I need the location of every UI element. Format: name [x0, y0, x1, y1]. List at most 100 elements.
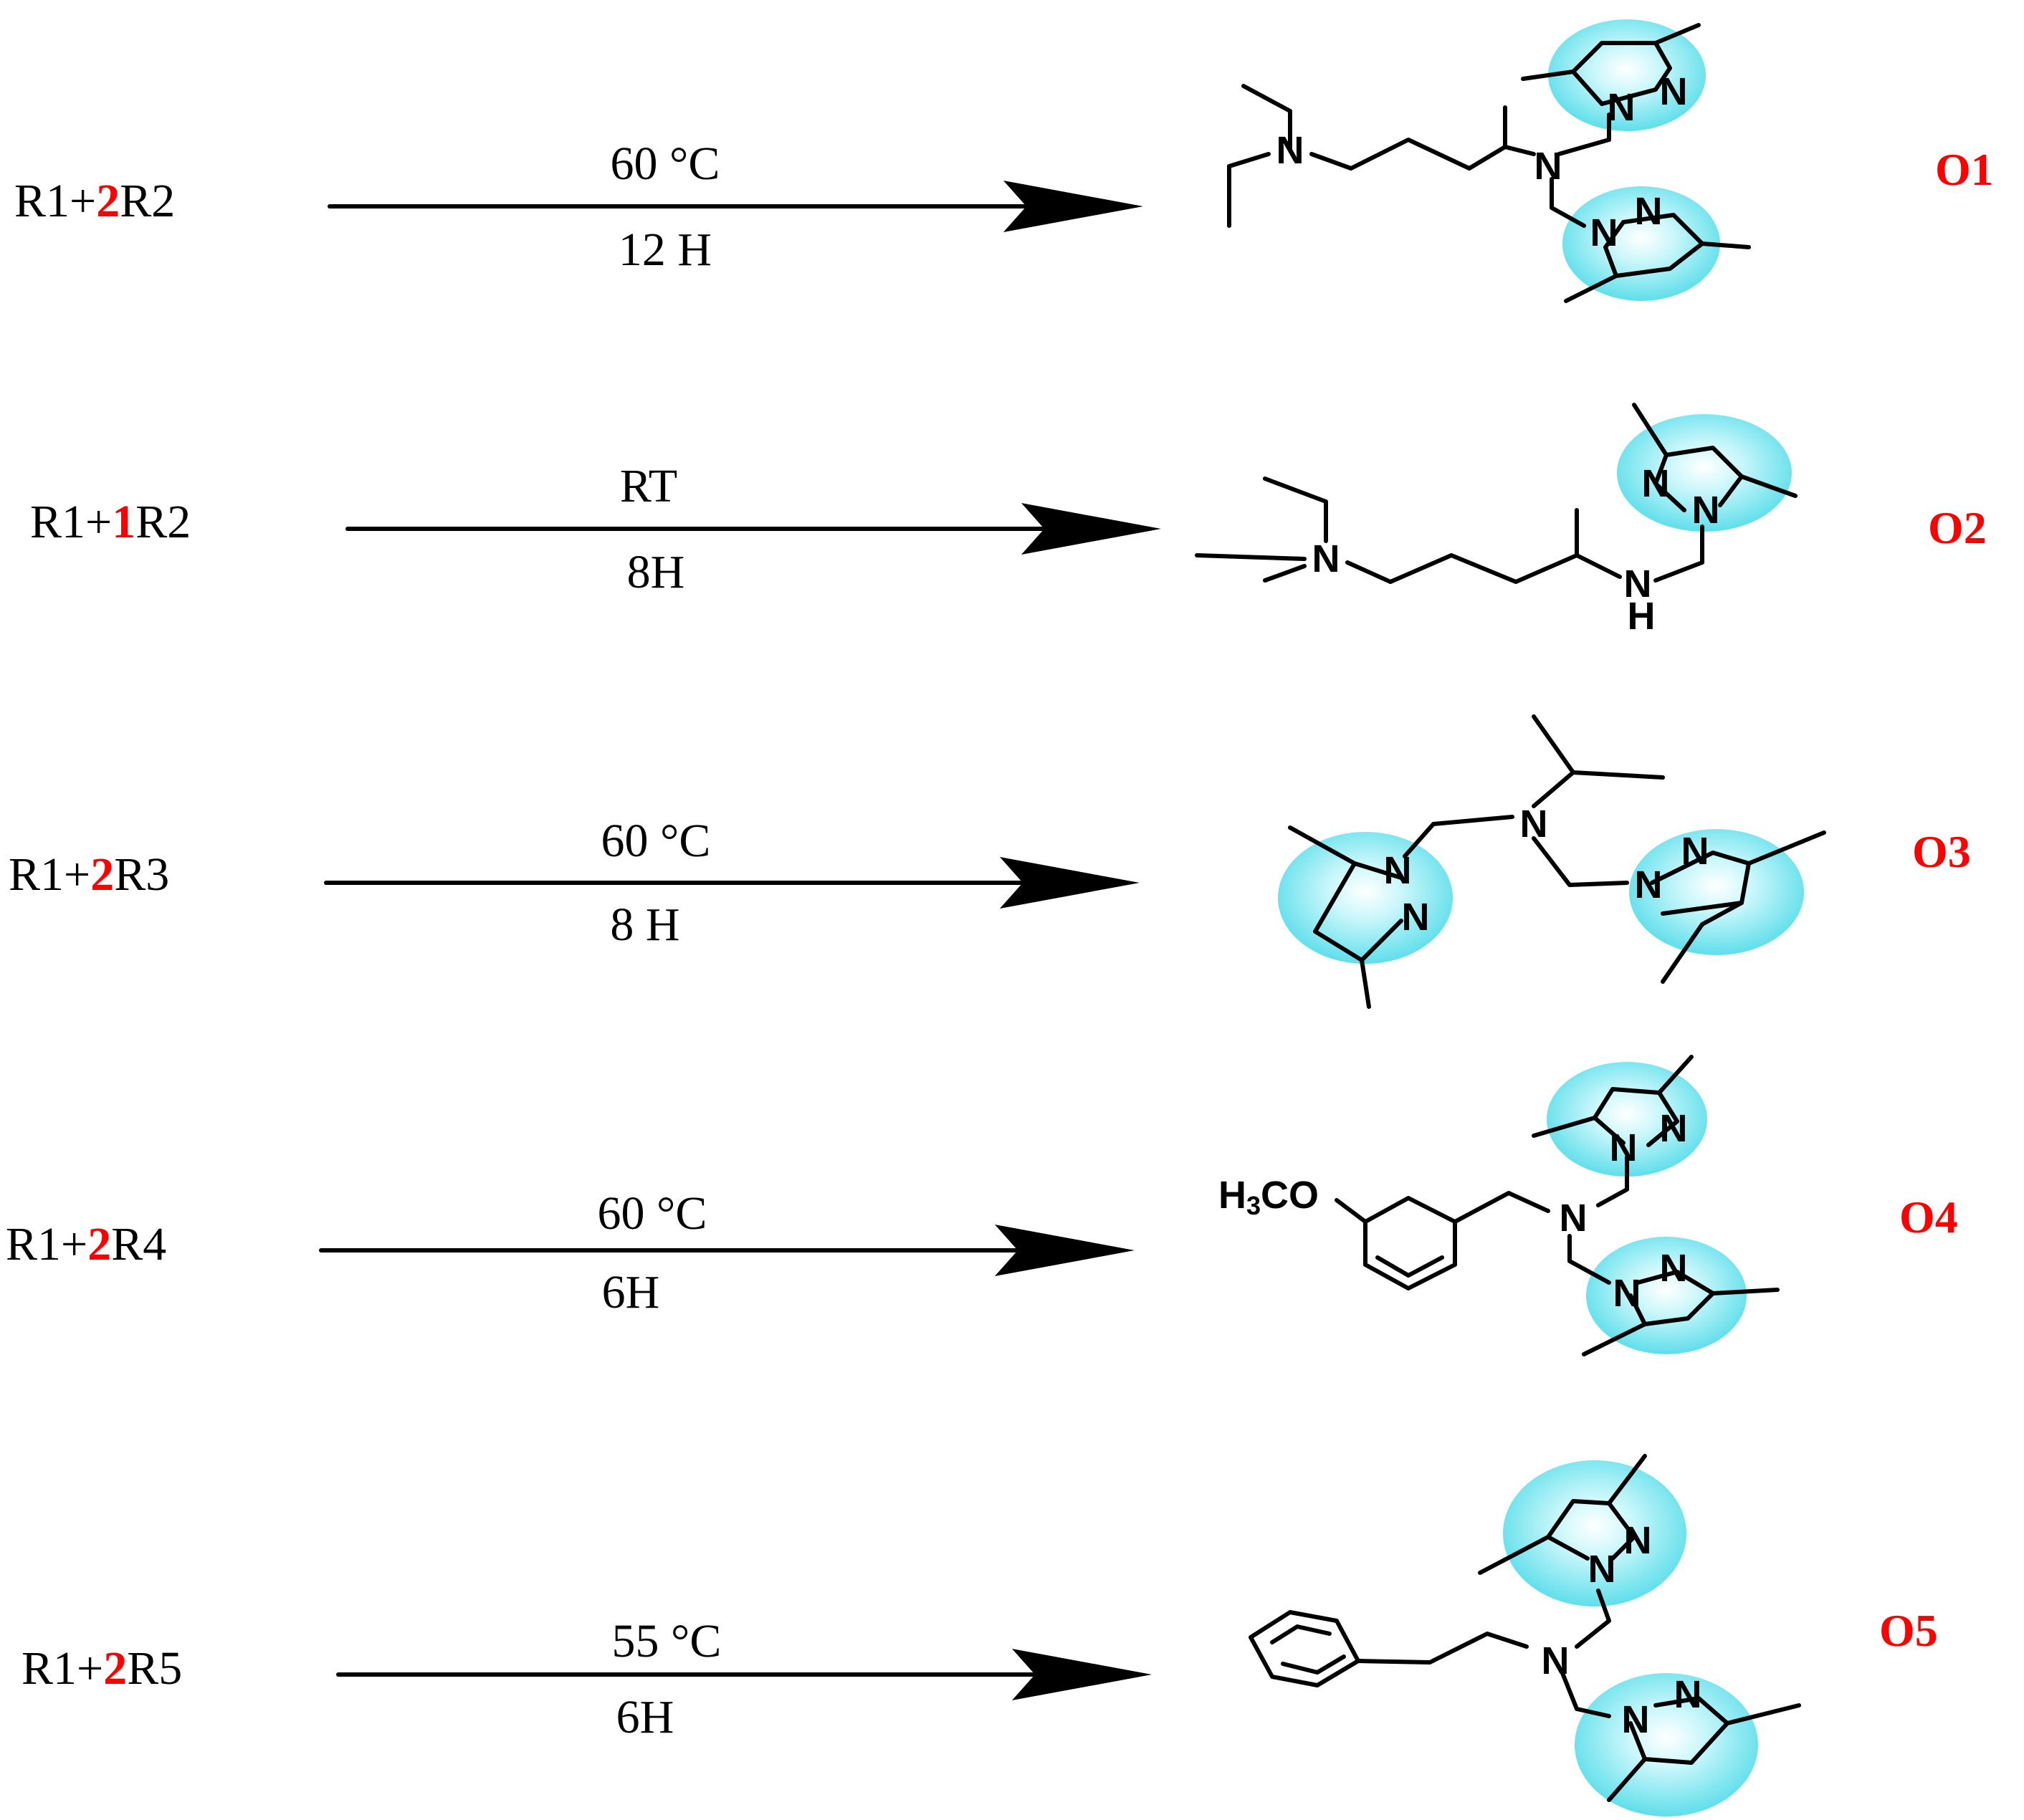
bond — [1532, 714, 1665, 780]
product-structure-o4: H3CO N N N N N — [1218, 1055, 1780, 1356]
bond — [1281, 1654, 1346, 1675]
atom-n: N — [1590, 211, 1618, 254]
atom-n: N — [1624, 562, 1652, 605]
atom-n: N — [1608, 86, 1636, 129]
atom-n: N — [1681, 830, 1709, 873]
bond — [1557, 112, 1611, 156]
bond — [1532, 770, 1575, 808]
atom-n: N — [1660, 1107, 1688, 1150]
bond — [1356, 1632, 1529, 1665]
product-structure-o2: N N H N N — [1195, 403, 1798, 638]
bond — [1700, 241, 1751, 249]
pyrazole-ring-highlight — [1503, 1460, 1686, 1606]
time-3: 8 H — [610, 899, 679, 951]
pyrazole-ring-highlight — [1562, 186, 1720, 301]
bond — [1607, 1757, 1647, 1802]
atom-n: N — [1520, 803, 1548, 846]
atom-n: N — [1276, 129, 1304, 172]
bond — [1227, 152, 1271, 168]
atom-n: N — [1622, 1698, 1650, 1741]
reaction-2: R1+1R2 RT 8H N N H N N O2 — [30, 403, 1987, 638]
bond — [1263, 564, 1307, 583]
bond — [1270, 1624, 1332, 1644]
pyrazole-ring-highlight — [1575, 1673, 1758, 1816]
atom-n: N — [1660, 70, 1688, 113]
bond — [1375, 1255, 1444, 1278]
bond — [1632, 403, 1669, 457]
reaction-4: R1+2R4 60 °C 6H H3CO N N N N — [6, 1055, 1958, 1356]
bond — [1309, 138, 1536, 171]
atom-n: N — [1624, 1519, 1652, 1562]
bond — [1550, 177, 1586, 228]
bond — [1403, 815, 1514, 858]
bond — [1582, 1322, 1647, 1356]
bond — [1596, 1155, 1629, 1207]
pyrazole-ring-highlight — [1547, 1062, 1707, 1177]
product-structure-o3: N N N N N — [1278, 714, 1826, 1009]
bond — [1628, 1696, 1729, 1765]
reactants-5: R1+2R5 — [22, 1642, 182, 1695]
bond — [1711, 1288, 1780, 1295]
pyrazole-ring-highlight — [1278, 832, 1453, 964]
atom-n: N — [1635, 863, 1663, 906]
bond — [1288, 825, 1357, 866]
reaction-1: R1+2R2 60 °C 12 H N N N N N N — [14, 19, 1994, 303]
time-4: 6H — [602, 1266, 660, 1318]
bond — [1195, 553, 1307, 561]
atom-n: N — [1642, 462, 1670, 505]
bond — [1725, 1703, 1801, 1725]
temperature-3: 60 °C — [601, 815, 711, 867]
arrow-head-4 — [995, 1225, 1135, 1276]
product-label-1: O1 — [1935, 144, 1994, 195]
atom-n: N — [1660, 1247, 1688, 1290]
temperature-5: 55 °C — [612, 1615, 722, 1667]
bond — [1575, 1589, 1611, 1649]
reactants-1: R1+2R2 — [14, 175, 175, 227]
bond — [1564, 274, 1618, 303]
product-label-5: O5 — [1879, 1605, 1938, 1656]
arrow-head-1 — [1003, 181, 1143, 232]
arrow-head-3 — [1000, 857, 1140, 909]
bond — [1653, 525, 1704, 583]
bond — [1241, 84, 1292, 151]
atom-n: N — [1613, 1272, 1641, 1315]
bond — [1532, 836, 1629, 887]
bond — [1263, 476, 1328, 543]
bond — [1453, 1191, 1550, 1224]
atom-n: N — [1384, 849, 1412, 892]
bond — [1661, 901, 1744, 984]
bond — [1521, 70, 1575, 81]
bond — [1249, 1610, 1360, 1687]
atom-n: N — [1402, 896, 1430, 939]
atom-n: N — [1560, 1197, 1588, 1240]
product-structure-o1: N N N N N N — [1227, 19, 1751, 303]
atom-n: N — [1674, 1673, 1702, 1716]
arrow-head-5 — [1012, 1649, 1152, 1700]
product-label-3: O3 — [1912, 826, 1971, 877]
atom-n: N — [1692, 489, 1720, 532]
reaction-5: R1+2R5 55 °C 6H N N N N N O5 — [22, 1454, 1938, 1816]
product-structure-o5: N N N N N — [1249, 1454, 1801, 1816]
temperature-2: RT — [620, 460, 677, 512]
bond — [1657, 1055, 1694, 1095]
reaction-3: R1+2R3 60 °C 8 H N N N N N O3 — [9, 714, 1971, 1009]
atom-n: N — [1312, 537, 1340, 580]
temperature-1: 60 °C — [611, 138, 720, 190]
atom-h: H — [1628, 595, 1656, 638]
bond — [1313, 861, 1403, 962]
bond — [1478, 1535, 1550, 1575]
bond — [1546, 1499, 1636, 1561]
methoxy-group: H3CO — [1218, 1174, 1319, 1220]
reactants-3: R1+2R3 — [9, 848, 169, 901]
atom-n: N — [1534, 145, 1562, 188]
atom-n: N — [1610, 1126, 1638, 1169]
product-label-2: O2 — [1928, 502, 1987, 553]
temperature-4: 60 °C — [598, 1187, 707, 1240]
pyrazole-ring-highlight — [1586, 1237, 1747, 1354]
bond — [1747, 830, 1826, 866]
time-5: 6H — [616, 1691, 674, 1743]
reactants-4: R1+2R4 — [6, 1218, 166, 1270]
bond — [1628, 1270, 1715, 1326]
bond — [1567, 1234, 1611, 1285]
